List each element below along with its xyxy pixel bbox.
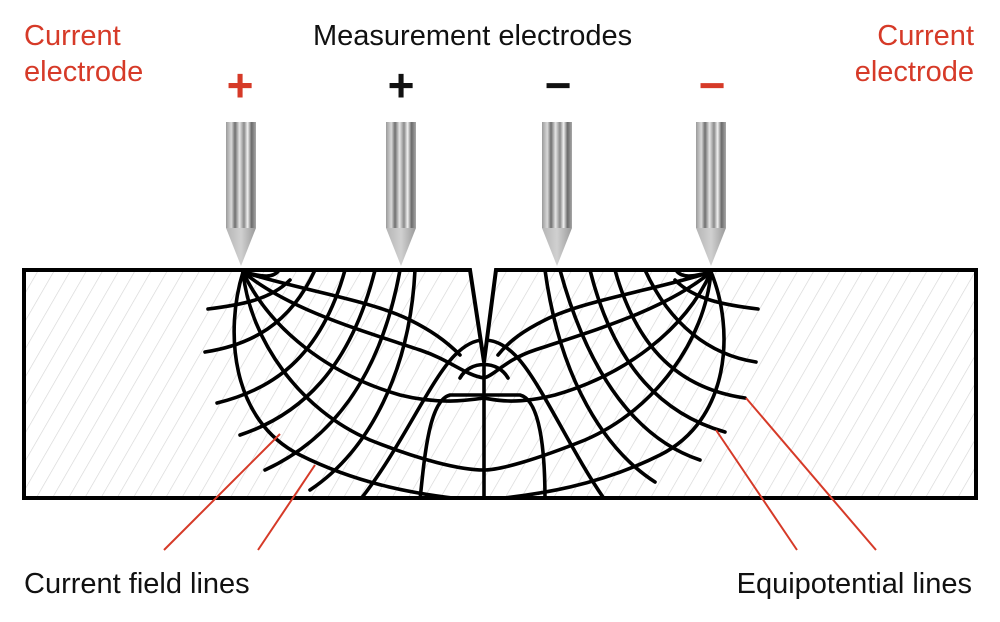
current-field-lines-label: Current field lines	[24, 568, 250, 600]
equipotential-line	[613, 270, 747, 400]
measurement-electrodes-label: Measurement electrodes	[313, 20, 633, 52]
equipotential-line	[558, 270, 702, 462]
equipotential-line	[418, 393, 486, 498]
current-field-line	[482, 270, 713, 403]
leader-line-field-1	[163, 433, 281, 551]
current-field-line	[232, 270, 472, 498]
current-field-line	[241, 270, 486, 403]
equipotential-line	[482, 393, 547, 498]
electrode-measurement-positive	[386, 122, 416, 266]
equipotential-line	[458, 362, 510, 380]
measurement-positive-sign: +	[387, 59, 415, 111]
equipotential-line	[543, 270, 657, 484]
current-field-line	[241, 270, 486, 380]
leader-line-equi-2	[745, 397, 877, 551]
equipotential-line	[215, 270, 347, 405]
current-positive-sign: +	[226, 59, 254, 111]
equipotential-line	[643, 270, 758, 364]
equipotential-line	[206, 278, 292, 311]
specimen-outline	[22, 268, 978, 500]
electrode-measurement-negative	[542, 122, 572, 266]
equipotential-line	[588, 270, 727, 434]
current-field-line	[496, 270, 713, 357]
equipotential-line	[308, 270, 417, 492]
leader-line-field-2	[257, 464, 316, 551]
equipotential-line	[482, 338, 607, 498]
electrode-current-positive	[226, 122, 256, 266]
equipotential-line	[673, 278, 760, 311]
field-line-network	[203, 270, 760, 498]
equipotential-line	[238, 270, 377, 437]
electrode-current-negative	[696, 122, 726, 266]
current-field-line	[241, 270, 486, 472]
specimen-body	[24, 270, 976, 498]
equipotential-lines-label: Equipotential lines	[736, 568, 972, 600]
equipotential-line	[203, 270, 317, 354]
equipotential-line	[358, 338, 486, 498]
leader-line-equi-1	[715, 429, 798, 551]
measurement-negative-sign: −	[544, 59, 572, 111]
equipotential-line	[263, 270, 402, 472]
current-field-line	[482, 270, 726, 498]
current-negative-sign: −	[698, 59, 726, 111]
leader-lines	[163, 397, 877, 551]
current-electrode-label-left: Current electrode	[24, 20, 144, 88]
current-electrode-label-right: Current electrode	[854, 20, 974, 88]
